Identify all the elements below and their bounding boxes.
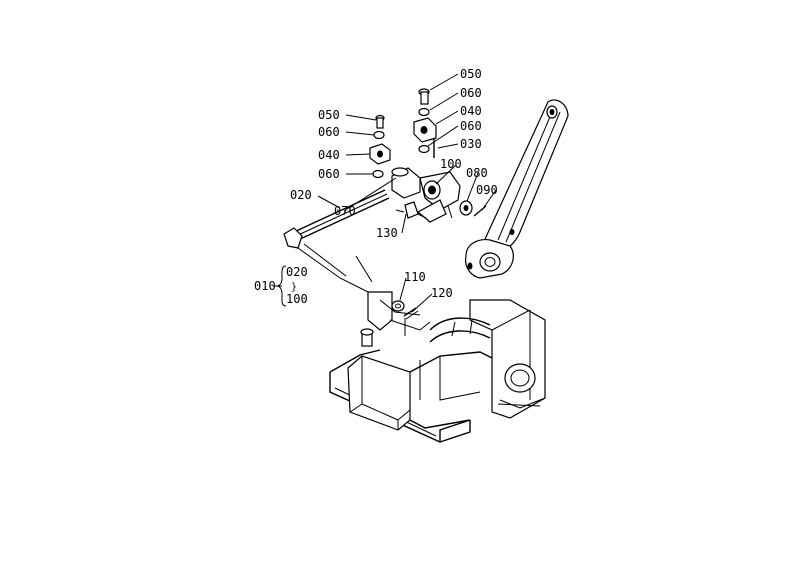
range-start: 020: [286, 265, 308, 279]
range-brace: [276, 265, 287, 307]
range-separator: }: [291, 282, 297, 293]
callout-110: 110: [404, 270, 426, 284]
callout-030: 030: [460, 137, 482, 151]
hardware-right-stack: [413, 88, 437, 154]
callout-040: 040: [318, 148, 340, 162]
callout-060: 060: [318, 125, 340, 139]
callout-020: 020: [290, 188, 312, 202]
callout-130: 130: [376, 226, 398, 240]
callout-070: 070: [334, 204, 356, 218]
range-end: 100: [286, 292, 308, 306]
callout-050: 050: [460, 67, 482, 81]
assembly-label: 010: [254, 279, 276, 293]
callout-040: 040: [460, 104, 482, 118]
callout-050: 050: [318, 108, 340, 122]
hardware-left-stack: [369, 114, 391, 179]
callout-060: 060: [460, 119, 482, 133]
leader-lines: [273, 73, 497, 313]
callout-120: 120: [431, 286, 453, 300]
assembly-range: 010 020 } 100: [254, 265, 308, 307]
lower-fasteners: [391, 300, 419, 320]
callout-060: 060: [460, 86, 482, 100]
callout-080: 080: [466, 166, 488, 180]
engine-block: [329, 291, 546, 443]
callout-100: 100: [440, 157, 462, 171]
callout-090: 090: [476, 183, 498, 197]
callout-labels: 050 060 040 060 030 050 060 040 060 020 …: [290, 67, 498, 300]
callout-060: 060: [318, 167, 340, 181]
governor-lever: [465, 99, 569, 279]
control-rod: [283, 167, 421, 293]
bracket-assembly: [395, 138, 487, 223]
